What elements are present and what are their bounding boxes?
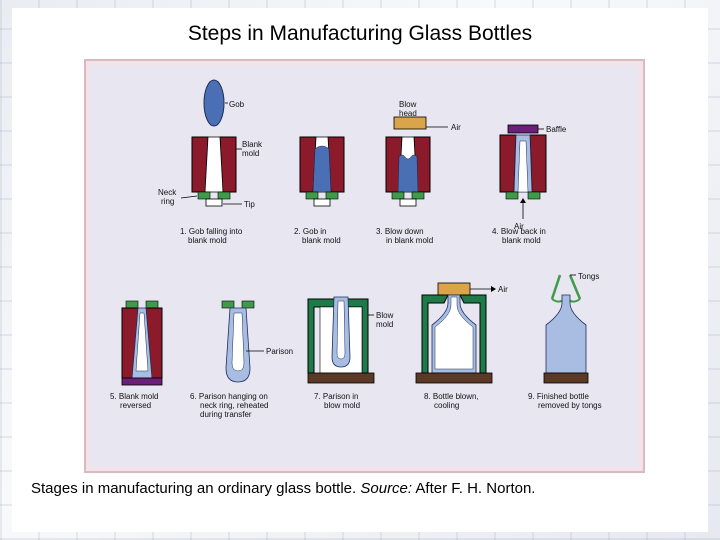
label-neck-ring-line1: Neck — [158, 188, 177, 197]
step-6-line2: neck ring, reheated — [200, 401, 269, 410]
label-baffle: Baffle — [546, 125, 567, 134]
page-title: Steps in Manufacturing Glass Bottles — [187, 22, 533, 45]
step-caption-9: 9. Finished bottle removed by tongs — [528, 392, 602, 410]
step-1-line2: blank mold — [188, 236, 227, 245]
step-4-line1: 4. Blow back in — [492, 227, 546, 236]
step-8-line2: cooling — [434, 401, 459, 410]
label-blow-mold-line1: Blow — [376, 311, 394, 320]
label-tip: Tip — [244, 200, 255, 209]
step-caption-1: 1. Gob falling into blank mold — [180, 227, 243, 245]
process-diagram: Gob Blank mold Neck ring Tip Blow head A… — [110, 79, 602, 419]
step-1-illustration — [180, 79, 242, 207]
label-air-2: Air — [514, 222, 524, 231]
label-parison: Parison — [266, 347, 293, 356]
label-neck-ring-line2: ring — [161, 197, 174, 206]
label-tongs: Tongs — [578, 272, 599, 281]
label-gob: Gob — [229, 100, 245, 109]
step-3-line2: in blank mold — [386, 236, 433, 245]
step-caption-5: 5. Blank mold reversed — [110, 392, 158, 410]
step-5-line1: 5. Blank mold — [110, 392, 158, 401]
figure-panel: Gob Blank mold Neck ring Tip Blow head A… — [84, 59, 645, 473]
step-4-illustration — [499, 124, 547, 219]
step-9-line2: removed by tongs — [538, 401, 602, 410]
label-blank-mold-line1: Blank — [242, 140, 263, 149]
step-caption-8: 8. Bottle blown, cooling — [424, 392, 479, 410]
figure-caption: Stages in manufacturing an ordinary glas… — [31, 480, 535, 497]
label-air-3: Air — [498, 285, 508, 294]
step-caption-3: 3. Blow down in blank mold — [376, 227, 433, 245]
label-blank-mold-line2: mold — [242, 149, 259, 158]
step-8-illustration — [415, 282, 496, 384]
caption-source: After F. H. Norton. — [415, 480, 536, 497]
step-3-illustration — [385, 116, 448, 207]
step-8-line1: 8. Bottle blown, — [424, 392, 479, 401]
caption-source-label: Source: — [360, 480, 413, 497]
label-blow-mold-line2: mold — [376, 320, 393, 329]
step-1-line1: 1. Gob falling into — [180, 227, 243, 236]
step-6-line3: during transfer — [200, 410, 252, 419]
step-caption-6: 6. Parison hanging on neck ring, reheate… — [190, 392, 269, 419]
step-5-illustration — [121, 300, 163, 386]
step-caption-7: 7. Parison in blow mold — [314, 392, 360, 410]
step-7-line1: 7. Parison in — [314, 392, 358, 401]
caption-text: Stages in manufacturing an ordinary glas… — [31, 480, 357, 497]
step-2-line2: blank mold — [302, 236, 341, 245]
step-7-line2: blow mold — [324, 401, 360, 410]
step-6-line1: 6. Parison hanging on — [190, 392, 268, 401]
label-air-1: Air — [451, 123, 461, 132]
step-5-line2: reversed — [120, 401, 151, 410]
step-6-illustration — [221, 300, 264, 383]
step-2-line1: 2. Gob in — [294, 227, 326, 236]
step-caption-4: 4. Blow back in blank mold — [492, 227, 546, 245]
step-7-illustration — [307, 296, 375, 384]
step-4-line2: blank mold — [502, 236, 541, 245]
label-blow-head-line2: head — [399, 109, 417, 118]
step-9-illustration — [543, 274, 589, 384]
step-2-illustration — [299, 136, 345, 207]
step-3-line1: 3. Blow down — [376, 227, 424, 236]
step-9-line1: 9. Finished bottle — [528, 392, 589, 401]
label-blow-head-line1: Blow — [399, 100, 417, 109]
step-caption-2: 2. Gob in blank mold — [294, 227, 341, 245]
